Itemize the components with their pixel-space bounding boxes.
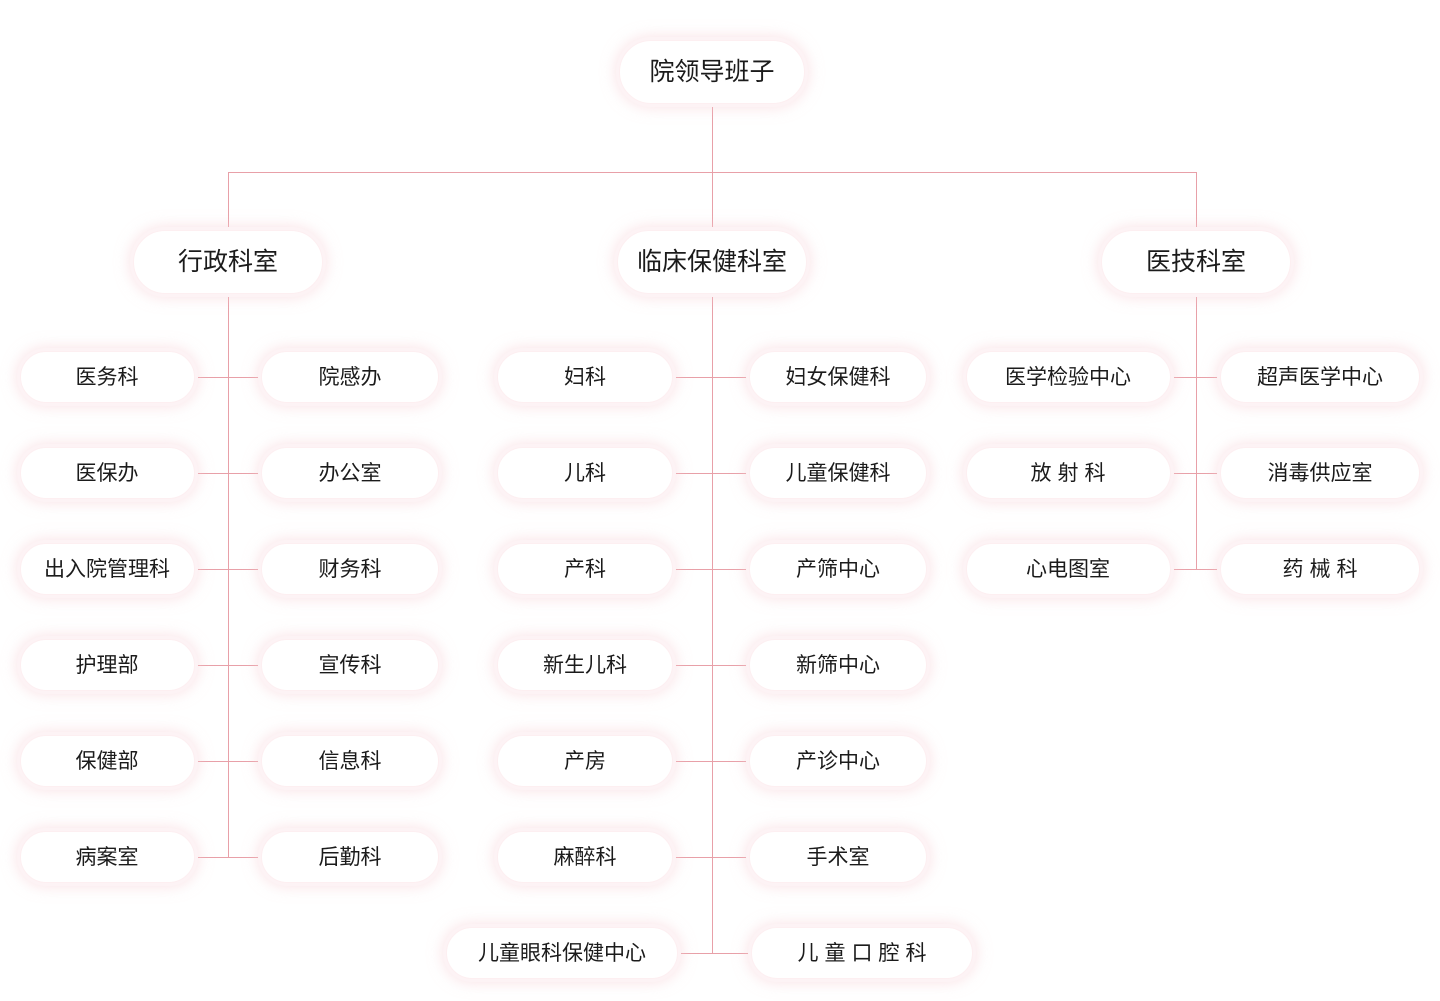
leaf-node[interactable]: 产房 (497, 735, 673, 787)
leaf-label: 医保办 (75, 461, 139, 485)
row-link (673, 760, 749, 762)
leaf-node[interactable]: 院感办 (261, 351, 439, 403)
leaf-node[interactable]: 财务科 (261, 543, 439, 595)
row-link (194, 376, 261, 378)
branch-node-administration[interactable]: 行政科室 (133, 230, 323, 294)
row-link (673, 568, 749, 570)
leaf-node[interactable]: 产科 (497, 543, 673, 595)
leaf-label: 医学检验中心 (1005, 365, 1131, 389)
leaf-node[interactable]: 病案室 (19, 831, 195, 883)
leaf-label: 办公室 (318, 461, 382, 485)
leaf-node[interactable]: 儿童眼科保健中心 (446, 927, 678, 979)
leaf-node[interactable]: 儿童口腔科 (751, 927, 973, 979)
row-link (194, 856, 261, 858)
leaf-node[interactable]: 保健部 (19, 735, 195, 787)
leaf-label: 后勤科 (318, 845, 382, 869)
leaf-label: 儿童口腔科 (797, 941, 933, 965)
leaf-node[interactable]: 手术室 (749, 831, 927, 883)
leaf-label: 放射科 (1030, 461, 1112, 485)
leaf-label: 手术室 (806, 845, 870, 869)
leaf-node[interactable]: 麻醉科 (497, 831, 673, 883)
leaf-node[interactable]: 心电图室 (965, 543, 1171, 595)
leaf-node[interactable]: 护理部 (19, 639, 195, 691)
leaf-label: 妇女保健科 (785, 365, 891, 389)
leaf-node[interactable]: 放射科 (965, 447, 1171, 499)
leaf-label: 麻醉科 (553, 845, 617, 869)
leaf-node[interactable]: 儿童保健科 (749, 447, 927, 499)
leaf-label: 妇科 (564, 365, 606, 389)
leaf-node[interactable]: 医学检验中心 (965, 351, 1171, 403)
leaf-label: 出入院管理科 (44, 557, 170, 581)
branch-label-medical-technology: 医技科室 (1145, 247, 1246, 276)
leaf-node[interactable]: 医保办 (19, 447, 195, 499)
row-link (1170, 568, 1220, 570)
leaf-label: 产筛中心 (796, 557, 880, 581)
leaf-label: 儿童眼科保健中心 (478, 941, 646, 965)
row-link (678, 952, 751, 954)
leaf-label: 信息科 (318, 749, 382, 773)
leaf-node[interactable]: 妇科 (497, 351, 673, 403)
leaf-label: 产房 (564, 749, 606, 773)
branch-spine-administration (227, 172, 229, 857)
leaf-label: 药械科 (1282, 557, 1364, 581)
leaf-node[interactable]: 超声医学中心 (1220, 351, 1420, 403)
branch-spine-clinical (711, 172, 713, 953)
leaf-node[interactable]: 医务科 (19, 351, 195, 403)
leaf-label: 财务科 (318, 557, 382, 581)
leaf-label: 医务科 (75, 365, 139, 389)
leaf-label: 院感办 (318, 365, 382, 389)
leaf-label: 儿童保健科 (785, 461, 891, 485)
leaf-node[interactable]: 儿科 (497, 447, 673, 499)
leaf-label: 心电图室 (1026, 557, 1110, 581)
root-stem (711, 72, 713, 172)
row-link (194, 664, 261, 666)
row-link (194, 760, 261, 762)
root-label: 院领导班子 (649, 57, 775, 86)
row-link (673, 664, 749, 666)
leaf-label: 护理部 (75, 653, 139, 677)
leaf-node[interactable]: 药械科 (1220, 543, 1420, 595)
row-link (673, 472, 749, 474)
leaf-node[interactable]: 宣传科 (261, 639, 439, 691)
branch-label-administration: 行政科室 (177, 247, 278, 276)
leaf-label: 新筛中心 (796, 653, 880, 677)
leaf-node[interactable]: 信息科 (261, 735, 439, 787)
leaf-node[interactable]: 新生儿科 (497, 639, 673, 691)
leaf-label: 产诊中心 (796, 749, 880, 773)
leaf-label: 产科 (564, 557, 606, 581)
row-link (194, 472, 261, 474)
branch-node-clinical[interactable]: 临床保健科室 (617, 230, 807, 294)
row-link (673, 376, 749, 378)
leaf-label: 保健部 (75, 749, 139, 773)
leaf-node[interactable]: 出入院管理科 (19, 543, 195, 595)
leaf-node[interactable]: 产筛中心 (749, 543, 927, 595)
leaf-node[interactable]: 新筛中心 (749, 639, 927, 691)
leaf-label: 儿科 (564, 461, 606, 485)
row-link (1170, 376, 1220, 378)
branch-spine-medical-technology (1195, 172, 1197, 569)
row-link (194, 568, 261, 570)
row-link (673, 856, 749, 858)
root-node[interactable]: 院领导班子 (619, 40, 805, 104)
leaf-node[interactable]: 消毒供应室 (1220, 447, 1420, 499)
leaf-label: 病案室 (75, 845, 139, 869)
leaf-node[interactable]: 产诊中心 (749, 735, 927, 787)
leaf-node[interactable]: 妇女保健科 (749, 351, 927, 403)
leaf-label: 新生儿科 (543, 653, 627, 677)
row-link (1170, 472, 1220, 474)
leaf-label: 宣传科 (318, 653, 382, 677)
leaf-label: 超声医学中心 (1257, 365, 1383, 389)
leaf-node[interactable]: 办公室 (261, 447, 439, 499)
leaf-label: 消毒供应室 (1267, 461, 1373, 485)
branch-label-clinical: 临床保健科室 (636, 247, 787, 276)
leaf-node[interactable]: 后勤科 (261, 831, 439, 883)
branch-node-medical-technology[interactable]: 医技科室 (1101, 230, 1291, 294)
